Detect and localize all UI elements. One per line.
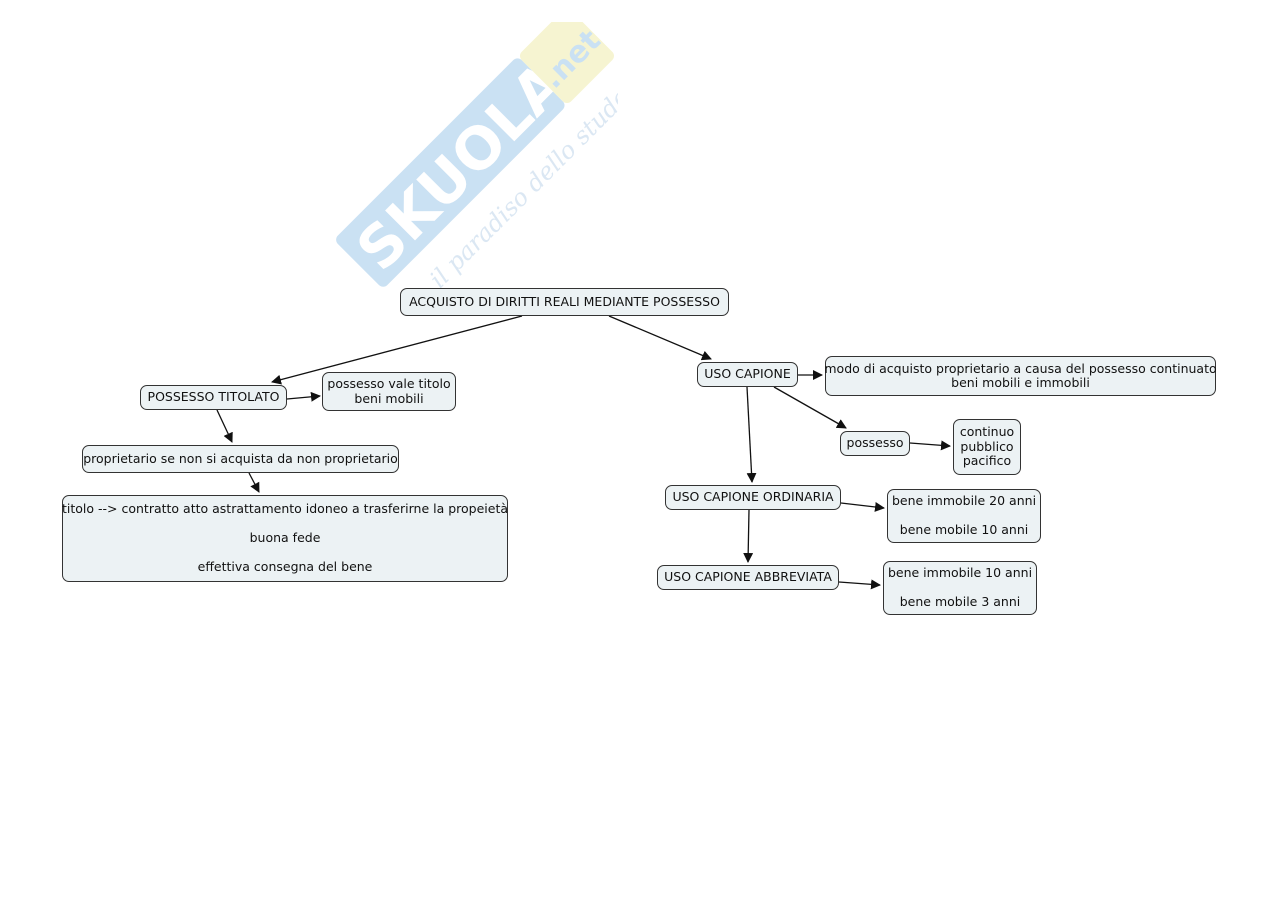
node-text-line: pubblico bbox=[960, 438, 1014, 454]
edge-uso-capione-to-possesso bbox=[773, 386, 847, 429]
edge-uso-capione-to-ordinaria bbox=[746, 386, 757, 483]
node-text-line: titolo --> contratto atto astrattamento … bbox=[61, 501, 509, 517]
node-text-line: buona fede bbox=[249, 530, 321, 546]
node-text-line: bene immobile 20 anni bbox=[891, 493, 1037, 509]
node-titolo-buona-fede-consegna[interactable]: titolo --> contratto atto astrattamento … bbox=[62, 495, 508, 582]
edge-possesso-titolato-to-possesso-vale-titolo bbox=[286, 391, 321, 402]
edge-ordinaria-to-ordinaria-anni bbox=[840, 501, 885, 512]
edge-possesso-titolato-to-proprietario bbox=[216, 409, 233, 443]
edge-possesso-to-continuo bbox=[909, 440, 951, 451]
node-text-line: beni mobili e immobili bbox=[951, 375, 1090, 390]
edge-ordinaria-to-abbreviata bbox=[743, 509, 754, 563]
edge-proprietario-to-titolo bbox=[248, 472, 260, 493]
node-uso-capione-ordinaria[interactable]: USO CAPIONE ORDINARIA bbox=[665, 485, 841, 510]
node-text-line: pacifico bbox=[962, 453, 1012, 469]
node-uso-capione[interactable]: USO CAPIONE bbox=[697, 362, 798, 387]
node-text-line: USO CAPIONE ABBREVIATA bbox=[664, 569, 832, 585]
node-text-line: ACQUISTO DI DIRITTI REALI MEDIANTE POSSE… bbox=[409, 293, 720, 309]
node-text-line: continuo bbox=[959, 424, 1015, 440]
edge-root-to-possesso-titolato bbox=[271, 315, 523, 385]
node-modo-di-acquisto[interactable]: modo di acquisto proprietario a causa de… bbox=[824, 356, 1217, 396]
node-text-line: POSSESSO TITOLATO bbox=[147, 389, 280, 405]
node-possesso[interactable]: possesso bbox=[840, 431, 910, 456]
node-text-line: bene mobile 3 anni bbox=[899, 594, 1021, 610]
node-uso-capione-abbreviata[interactable]: USO CAPIONE ABBREVIATA bbox=[657, 565, 839, 590]
node-ordinaria-anni[interactable]: bene immobile 20 anni bene mobile 10 anni bbox=[887, 489, 1041, 543]
node-abbreviata-anni[interactable]: bene immobile 10 anni bene mobile 3 anni bbox=[883, 561, 1037, 615]
edge-abbreviata-to-abbreviata-anni bbox=[838, 579, 881, 590]
node-text-line: possesso vale titolo bbox=[327, 376, 451, 391]
node-text-line: USO CAPIONE ORDINARIA bbox=[672, 489, 834, 505]
node-text-line: effettiva consegna del bene bbox=[197, 559, 373, 575]
node-text-line: possesso bbox=[846, 435, 904, 451]
node-text-line: bene mobile 10 anni bbox=[899, 522, 1029, 538]
node-text-line: modo di acquisto proprietario a causa de… bbox=[824, 360, 1217, 376]
node-text-line: bene immobile 10 anni bbox=[887, 565, 1033, 581]
node-proprietario-non-proprietario[interactable]: proprietario se non si acquista da non p… bbox=[82, 445, 399, 473]
node-possesso-titolato[interactable]: POSSESSO TITOLATO bbox=[140, 385, 287, 410]
edge-root-to-uso-capione bbox=[608, 315, 712, 361]
node-text-line: beni mobili bbox=[354, 390, 424, 406]
node-text-line: proprietario se non si acquista da non p… bbox=[83, 450, 398, 466]
node-text-line: USO CAPIONE bbox=[704, 366, 791, 382]
skuola-watermark-logo: SKUOLA .net il paradiso dello studente bbox=[336, 22, 618, 294]
node-acquisto-diritti-reali[interactable]: ACQUISTO DI DIRITTI REALI MEDIANTE POSSE… bbox=[400, 288, 729, 316]
